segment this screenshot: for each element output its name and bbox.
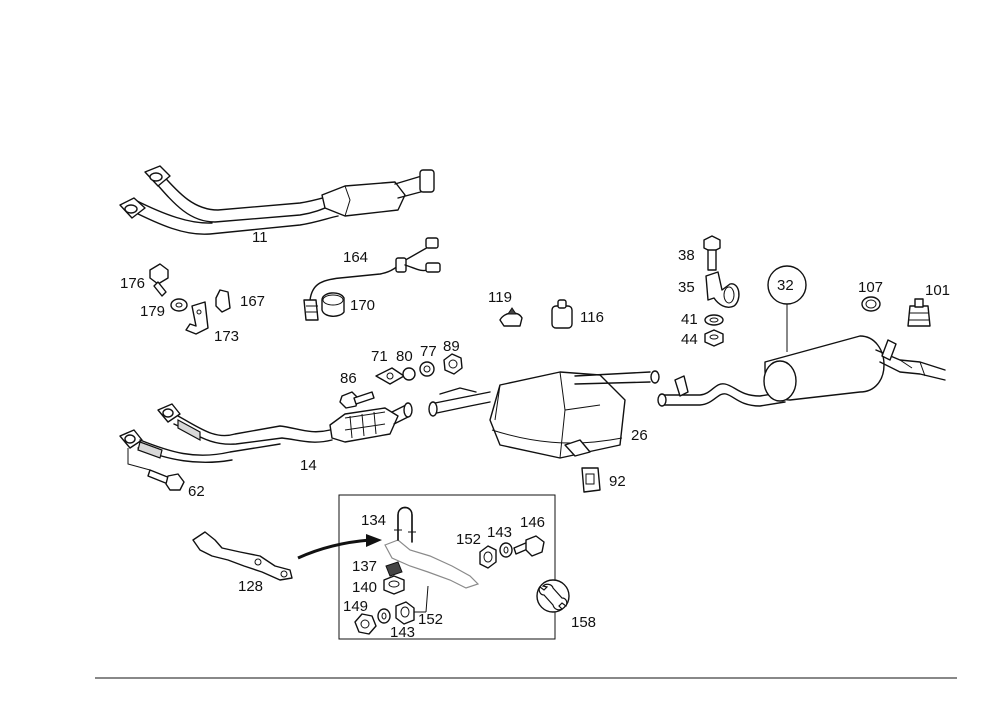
label-92: 92 <box>609 473 626 490</box>
label-176: 176 <box>120 275 145 292</box>
detail-box <box>338 494 556 640</box>
label-44: 44 <box>681 331 698 348</box>
part-128-support-bracket[interactable] <box>192 531 293 581</box>
label-26: 26 <box>631 427 648 444</box>
part-167-clip[interactable] <box>215 289 231 313</box>
label-164: 164 <box>343 249 368 266</box>
part-116-rubber-buffer[interactable] <box>551 299 573 329</box>
part-140-nut[interactable] <box>383 575 405 595</box>
label-14: 14 <box>300 457 317 474</box>
label-77: 77 <box>420 343 437 360</box>
label-143-upper: 143 <box>487 524 512 541</box>
part-80-washer[interactable] <box>402 367 416 381</box>
part-26-center-muffler[interactable] <box>428 370 660 459</box>
part-38-bolt[interactable] <box>703 235 721 271</box>
part-152-bushing-upper[interactable] <box>479 545 497 569</box>
part-101-rubber-mount[interactable] <box>907 298 931 327</box>
label-134: 134 <box>361 512 386 529</box>
part-14-front-pipe-lower[interactable] <box>119 402 413 471</box>
label-116: 116 <box>580 309 604 326</box>
part-rear-pipe-and-muffler[interactable] <box>657 335 946 407</box>
part-71-flange[interactable] <box>375 367 405 385</box>
part-89-nut[interactable] <box>443 353 463 375</box>
part-173-bracket[interactable] <box>185 301 209 335</box>
label-32: 32 <box>777 277 794 294</box>
part-35-clamp-bracket[interactable] <box>705 271 740 308</box>
label-62: 62 <box>188 483 205 500</box>
label-143-lower: 143 <box>390 624 415 641</box>
part-143-washer-upper[interactable] <box>499 542 513 558</box>
label-80: 80 <box>396 348 413 365</box>
label-86: 86 <box>340 370 357 387</box>
part-179-washer[interactable] <box>170 298 188 312</box>
part-92-hanger[interactable] <box>581 467 601 493</box>
label-35: 35 <box>678 279 695 296</box>
label-89: 89 <box>443 338 460 355</box>
label-146: 146 <box>520 514 545 531</box>
label-38: 38 <box>678 247 695 264</box>
part-44-nut[interactable] <box>704 329 724 347</box>
label-173: 173 <box>214 328 239 345</box>
label-158: 158 <box>571 614 596 631</box>
label-119: 119 <box>488 289 512 306</box>
label-137: 137 <box>352 558 377 575</box>
label-149: 149 <box>343 598 368 615</box>
part-77-spacer[interactable] <box>419 361 435 377</box>
part-146-bolt[interactable] <box>513 535 545 557</box>
part-149-nut[interactable] <box>354 613 377 635</box>
part-158-wrench-icon[interactable] <box>536 579 570 613</box>
label-11: 11 <box>252 229 268 246</box>
label-170: 170 <box>350 297 375 314</box>
part-143-washer-lower[interactable] <box>377 608 391 624</box>
part-86-bolt[interactable] <box>339 391 375 409</box>
part-164-oxygen-sensor[interactable] <box>303 237 441 321</box>
label-152-upper: 152 <box>456 531 481 548</box>
part-32-callout[interactable] <box>767 265 807 352</box>
part-107-ring[interactable] <box>861 296 881 312</box>
part-176-bolt[interactable] <box>149 263 169 297</box>
part-bracket-ghost <box>384 539 480 589</box>
label-41: 41 <box>681 311 698 328</box>
part-137-clip[interactable] <box>385 561 403 577</box>
label-107: 107 <box>858 279 883 296</box>
label-152-lower: 152 <box>418 611 443 628</box>
label-179: 179 <box>140 303 165 320</box>
label-128: 128 <box>238 578 263 595</box>
part-62-bolt[interactable] <box>147 469 185 491</box>
direction-arrow <box>297 534 382 560</box>
part-41-washer[interactable] <box>704 314 724 326</box>
label-101: 101 <box>925 282 950 299</box>
part-11-front-pipe-upper[interactable] <box>119 165 435 235</box>
label-140: 140 <box>352 579 377 596</box>
part-119-rubber-mount[interactable] <box>499 307 523 327</box>
label-71: 71 <box>371 348 388 365</box>
part-170-clamp[interactable] <box>321 292 345 317</box>
label-167: 167 <box>240 293 265 310</box>
part-152-bushing-lower[interactable] <box>395 585 429 625</box>
part-134-u-bolt[interactable] <box>394 506 416 543</box>
